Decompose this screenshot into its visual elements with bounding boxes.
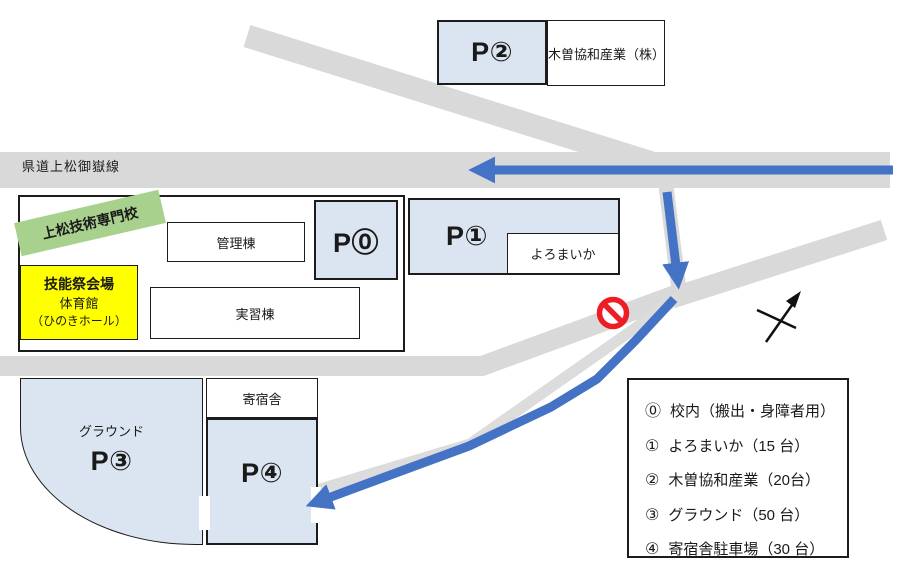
training-building-box: 実習棟: [150, 287, 360, 339]
yoromaika-label: よろまいか: [530, 247, 596, 262]
legend-num-1: ①: [645, 437, 660, 455]
legend-text-3: グラウンド（50 台）: [668, 506, 810, 524]
admin-building-label: 管理棟: [216, 235, 256, 251]
legend-item-2: ② 木曽協和産業（20台）: [645, 469, 820, 490]
p4-entrance-gap: [311, 487, 321, 523]
legend-item-1: ① よろまいか（15 台）: [645, 435, 809, 456]
dormitory-label: 寄宿舎: [242, 391, 282, 407]
legend-text-4: 寄宿舎駐車場（30 台）: [668, 541, 825, 558]
venue-line1: 技能祭会場: [44, 276, 114, 293]
parking-p1-label: P①: [446, 221, 488, 251]
legend-text-0: 校内（搬出・身障者用）: [670, 403, 836, 420]
legend-num-0: ⓪: [645, 403, 662, 420]
legend-text-2: 木曽協和産業（20台）: [668, 472, 821, 489]
legend-num-3: ③: [645, 506, 660, 524]
venue-line3: （ひのきホール）: [31, 314, 127, 329]
parking-p0-label: P⓪: [332, 227, 379, 258]
legend-item-4: ④ 寄宿舎駐車場（30 台）: [645, 538, 824, 559]
parking-p4-box: P④: [206, 418, 318, 545]
legend-box: ⓪ 校内（搬出・身障者用） ① よろまいか（15 台） ② 木曽協和産業（20台…: [627, 378, 849, 558]
legend-text-1: よろまいか（15 台）: [668, 437, 810, 455]
legend-item-0: ⓪ 校内（搬出・身障者用）: [645, 397, 835, 421]
dormitory-box: 寄宿舎: [206, 378, 318, 418]
legend-item-3: ③ グラウンド（50 台）: [645, 504, 809, 525]
branch-road: [658, 185, 688, 299]
legend-num-4: ④: [645, 541, 660, 558]
legend-num-2: ②: [645, 472, 660, 489]
ground-label: グラウンド: [78, 424, 144, 439]
training-building-label: 実習棟: [235, 306, 275, 322]
admin-building-box: 管理棟: [167, 222, 305, 262]
venue-line2: 体育館: [59, 295, 99, 311]
parking-p0-box: P⓪: [314, 200, 398, 280]
parking-p4-label: P④: [241, 458, 283, 488]
company-label: 木曽協和産業（株）: [548, 46, 666, 62]
parking-p3-label: P③: [90, 446, 133, 476]
upper-diagonal-road: [243, 25, 672, 179]
p3-p4-border-gap: [199, 496, 210, 530]
yoromaika-box: よろまいか: [507, 233, 619, 274]
main-road: [0, 152, 890, 188]
parking-p2-label: P②: [471, 37, 513, 67]
parking-p2-box: P②: [437, 20, 547, 85]
road-name-label: 県道上松御嶽線: [22, 159, 121, 174]
lower-right-diagonal-road: [668, 220, 888, 308]
company-box: 木曽協和産業（株）: [547, 20, 665, 86]
venue-box: 技能祭会場 体育館 （ひのきホール）: [20, 265, 138, 340]
